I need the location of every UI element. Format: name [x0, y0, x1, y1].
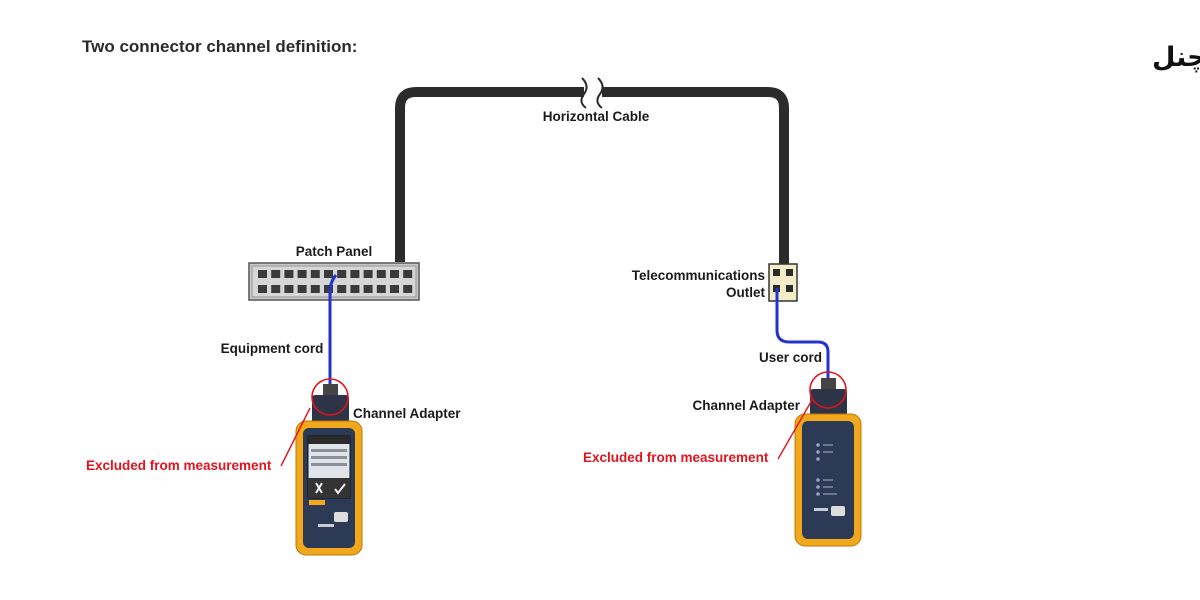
patch-panel-port — [376, 285, 386, 293]
patch-panel — [248, 262, 420, 301]
patch-panel-label: Patch Panel — [296, 244, 373, 259]
patch-panel-port — [337, 270, 347, 278]
equipment-cord-label: Equipment cord — [221, 341, 324, 356]
patch-panel-port — [324, 285, 333, 293]
patch-panel-port — [258, 285, 267, 293]
equipment-cord — [328, 274, 338, 386]
patch-panel-port — [337, 285, 347, 293]
left-tester — [295, 384, 363, 556]
telecom-outlet-label-line2: Outlet — [726, 285, 766, 300]
horizontal-cable — [395, 77, 789, 265]
patch-panel-port — [363, 285, 373, 293]
patch-panel-port — [310, 285, 320, 293]
patch-panel-port — [258, 270, 267, 278]
patch-panel-port — [271, 285, 281, 293]
patch-panel-port — [403, 285, 413, 293]
right-channel-adapter-label: Channel Adapter — [692, 398, 800, 413]
horizontal-cable-label: Horizontal Cable — [543, 109, 650, 124]
patch-panel-port — [390, 270, 399, 278]
right-excluded-label: Excluded from measurement — [583, 450, 769, 465]
user-cord-label: User cord — [759, 350, 822, 365]
left-excluded-label: Excluded from measurement — [86, 458, 272, 473]
patch-panel-port — [297, 270, 307, 278]
user-cord — [775, 288, 830, 378]
persian-title: تست کابل شبکه چنل — [1152, 42, 1200, 73]
right-tester — [794, 378, 862, 547]
patch-panel-port — [363, 270, 373, 278]
patch-panel-port — [403, 270, 413, 278]
left-excluded-pointer — [280, 407, 311, 467]
patch-panel-port — [284, 285, 294, 293]
diagram-heading: Two connector channel definition: — [82, 37, 357, 56]
patch-panel-port — [376, 270, 386, 278]
patch-panel-port — [324, 270, 333, 278]
telecom-outlet-label-line1: Telecommunications — [632, 268, 765, 283]
patch-panel-port — [284, 270, 294, 278]
right-excluded-circle — [809, 371, 847, 409]
patch-panel-port — [310, 270, 320, 278]
patch-panel-port — [350, 270, 360, 278]
patch-panel-port — [297, 285, 307, 293]
left-channel-adapter-label: Channel Adapter — [353, 406, 461, 421]
patch-panel-port — [390, 285, 399, 293]
telecom-outlet — [768, 263, 798, 302]
left-excluded-circle — [311, 378, 349, 416]
right-excluded-pointer — [777, 399, 813, 460]
patch-panel-port — [271, 270, 281, 278]
patch-panel-port — [350, 285, 360, 293]
